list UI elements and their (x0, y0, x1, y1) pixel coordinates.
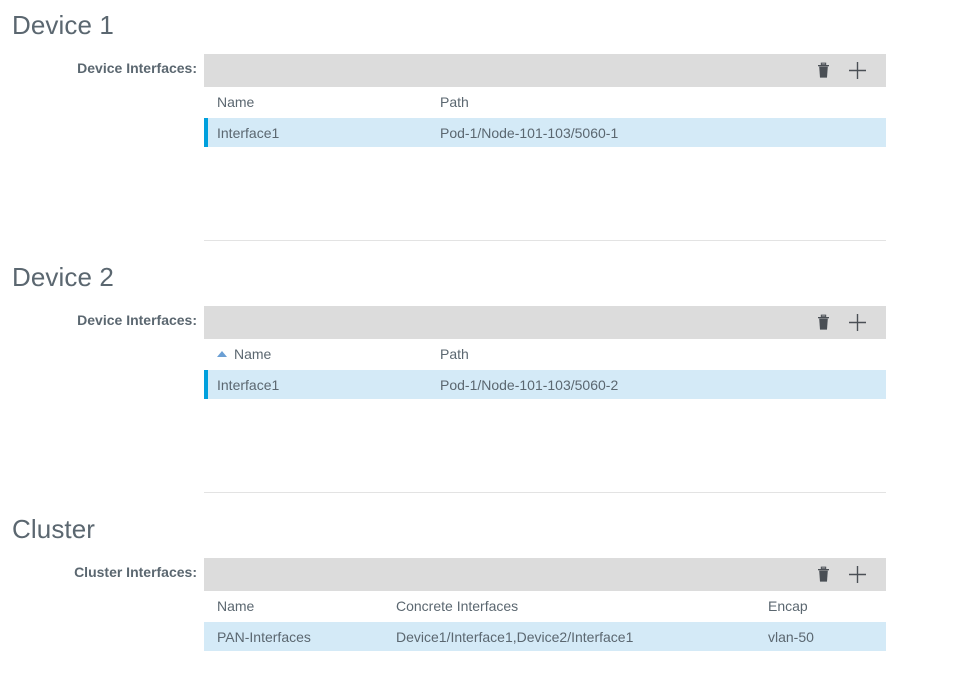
trash-icon (816, 62, 831, 79)
interfaces-widget-1: Name Path Interface1 Pod-1/Node-101-103/… (204, 54, 886, 147)
row-selection-indicator (204, 621, 208, 651)
table-header-row-3: Name Concrete Interfaces Encap (204, 591, 886, 622)
section-device2: Device 2 Device Interfaces: (0, 260, 971, 399)
column-header-name-1[interactable]: Name (208, 87, 440, 118)
section-divider-2 (204, 492, 886, 493)
table-body-2: Interface1 Pod-1/Node-101-103/5060-2 (204, 369, 886, 399)
column-header-name-3-label: Name (217, 598, 255, 614)
cell-name: PAN-Interfaces (208, 621, 396, 651)
row-selection-indicator (204, 369, 208, 399)
table-body-3: PAN-Interfaces Device1/Interface1,Device… (204, 621, 886, 651)
field-label-cluster-interfaces: Cluster Interfaces: (74, 564, 197, 580)
column-header-path-1[interactable]: Path (440, 87, 886, 118)
interfaces-widget-3: Name Concrete Interfaces Encap PAN-Inter… (204, 558, 886, 651)
field-label-device-interfaces-1: Device Interfaces: (77, 60, 197, 76)
field-control-device-interfaces-1: Name Path Interface1 Pod-1/Node-101-103/… (197, 54, 971, 147)
section-cluster: Cluster Cluster Interfaces: (0, 512, 971, 651)
column-header-path-2-label: Path (440, 346, 469, 362)
interfaces-table-1[interactable]: Name Path Interface1 Pod-1/Node-101-103/… (204, 87, 886, 147)
cell-name: Interface1 (208, 369, 440, 399)
plus-icon-button-2[interactable] (840, 306, 874, 339)
plus-icon (848, 61, 867, 80)
cell-concrete-interfaces: Device1/Interface1,Device2/Interface1 (396, 621, 768, 651)
column-header-name-1-label: Name (217, 94, 255, 110)
field-row-device-interfaces-2: Device Interfaces: (0, 306, 971, 399)
trash-icon-button-3[interactable] (806, 558, 840, 591)
cluster-interfaces-table[interactable]: Name Concrete Interfaces Encap PAN-Inter… (204, 591, 886, 651)
page-title-cluster: Cluster (12, 514, 96, 544)
field-label-device-interfaces-2: Device Interfaces: (77, 312, 197, 328)
field-control-device-interfaces-2: Name Path Interface1 Pod-1/Node-101-103/… (197, 306, 971, 399)
table-header-row-1: Name Path (204, 87, 886, 118)
table-header-3: Name Concrete Interfaces Encap (204, 591, 886, 622)
row-selection-indicator (204, 117, 208, 147)
table-header-row-2: Name Path (204, 339, 886, 370)
plus-icon-button-1[interactable] (840, 54, 874, 87)
table-row[interactable]: Interface1 Pod-1/Node-101-103/5060-1 (204, 117, 886, 147)
trash-icon-button-1[interactable] (806, 54, 840, 87)
interfaces-widget-2: Name Path Interface1 Pod-1/Node-101-103/… (204, 306, 886, 399)
page-title-device1: Device 1 (12, 10, 114, 40)
trash-icon (816, 314, 831, 331)
table-header-2: Name Path (204, 339, 886, 370)
table-header-1: Name Path (204, 87, 886, 118)
column-header-path-1-label: Path (440, 94, 469, 110)
field-row-device-interfaces-1: Device Interfaces: (0, 54, 971, 147)
cell-name: Interface1 (208, 117, 440, 147)
plus-icon-button-3[interactable] (840, 558, 874, 591)
cell-path: Pod-1/Node-101-103/5060-2 (440, 369, 886, 399)
trash-icon-button-2[interactable] (806, 306, 840, 339)
selection-bar-spacer (204, 87, 208, 118)
sort-ascending-icon (217, 351, 227, 357)
column-header-path-2[interactable]: Path (440, 339, 886, 370)
table-row[interactable]: Interface1 Pod-1/Node-101-103/5060-2 (204, 369, 886, 399)
column-header-concrete-interfaces-label: Concrete Interfaces (396, 598, 519, 614)
section-device1: Device 1 Device Interfaces: (0, 8, 971, 147)
cell-encap: vlan-50 (768, 621, 886, 651)
field-row-cluster-interfaces: Cluster Interfaces: (0, 558, 971, 651)
cell-path: Pod-1/Node-101-103/5060-1 (440, 117, 886, 147)
column-header-encap-label: Encap (768, 598, 808, 614)
trash-icon (816, 566, 831, 583)
column-header-concrete-interfaces[interactable]: Concrete Interfaces (396, 591, 768, 622)
section-divider-1 (204, 240, 886, 241)
interfaces-table-2[interactable]: Name Path Interface1 Pod-1/Node-101-103/… (204, 339, 886, 399)
table-toolbar-1 (204, 54, 886, 87)
column-header-encap[interactable]: Encap (768, 591, 886, 622)
table-body-1: Interface1 Pod-1/Node-101-103/5060-1 (204, 117, 886, 147)
page-title-device2: Device 2 (12, 262, 114, 292)
table-row[interactable]: PAN-Interfaces Device1/Interface1,Device… (204, 621, 886, 651)
table-toolbar-2 (204, 306, 886, 339)
field-control-cluster-interfaces: Name Concrete Interfaces Encap PAN-Inter… (197, 558, 971, 651)
column-header-name-3[interactable]: Name (208, 591, 396, 622)
selection-bar-spacer (204, 339, 208, 370)
column-header-name-2-label: Name (234, 346, 272, 362)
table-toolbar-3 (204, 558, 886, 591)
column-header-name-2[interactable]: Name (208, 339, 440, 370)
selection-bar-spacer (204, 591, 208, 622)
plus-icon (848, 565, 867, 584)
plus-icon (848, 313, 867, 332)
